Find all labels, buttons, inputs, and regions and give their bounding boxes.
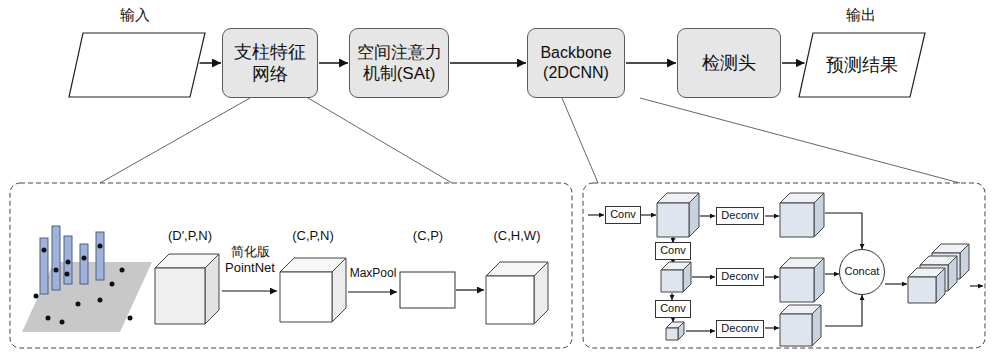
node-text: Conv <box>660 244 686 258</box>
feature-cubes <box>155 193 969 346</box>
feature-cube <box>780 305 821 346</box>
layer-box: Deconv <box>716 268 763 286</box>
node-text: 检测头 <box>702 52 756 75</box>
node-text: Deconv <box>721 209 758 223</box>
callout-line <box>308 98 452 183</box>
cube-front <box>666 328 678 340</box>
layer-box: Conv <box>655 242 691 260</box>
parallelogram-outline <box>68 32 206 98</box>
cube-side <box>812 305 821 346</box>
node-text: 支柱特征网络 <box>231 41 309 86</box>
pillars <box>40 226 104 294</box>
cube-front <box>486 276 534 324</box>
dimension-label: (C,P,N) <box>292 228 334 244</box>
process-box: 空间注意力机制(SAt) <box>349 28 449 98</box>
feature-cube <box>780 258 824 302</box>
cube-front <box>780 203 814 237</box>
body-wrap: 预测结果 <box>798 32 926 98</box>
node-text: Deconv <box>721 270 758 284</box>
feature-cube <box>666 322 684 340</box>
parallelogram <box>799 33 925 97</box>
heading-wrap: 输出 <box>795 2 927 28</box>
flow-arrow <box>782 62 805 64</box>
flow-arrow <box>450 62 526 64</box>
feature-cube <box>486 262 548 324</box>
io-parallelogram: 输入 <box>60 2 210 100</box>
label-wrap: 简化版 PointNet <box>222 244 278 277</box>
layer-box: Conv <box>605 206 641 224</box>
cube-side <box>689 193 699 237</box>
feature-cube <box>280 258 346 322</box>
cube-side <box>814 258 824 302</box>
label-wrap: MaxPool <box>350 266 397 281</box>
heading-wrap: 输入 <box>60 2 210 28</box>
cube-front <box>155 268 205 324</box>
process-box: 检测头 <box>677 28 781 98</box>
io-heading: 输入 <box>120 6 150 25</box>
layer-box: Deconv <box>716 320 763 338</box>
cube-side <box>814 193 824 237</box>
cube-front <box>657 203 689 237</box>
feature-cube <box>155 254 219 324</box>
detail-panel <box>583 183 985 348</box>
cube-side <box>683 262 691 292</box>
feature-cube <box>661 262 691 292</box>
io-parallelogram: 输出预测结果 <box>795 2 927 100</box>
cube-side <box>678 322 684 340</box>
detail-panel <box>10 183 572 348</box>
flow-arrow <box>200 62 222 64</box>
concat-circle: Concat <box>839 249 885 295</box>
flow-arrow <box>319 62 348 64</box>
cube-side <box>936 268 945 303</box>
feature-cube <box>780 193 824 237</box>
node-text: Conv <box>660 302 686 316</box>
dimension-label: 简化版 PointNet <box>222 244 278 277</box>
node-text: Backbone (2DCNN) <box>536 43 616 83</box>
node-text: Concat <box>845 265 880 279</box>
feature-cube <box>657 193 699 237</box>
label-wrap: (C,H,W) <box>494 228 541 244</box>
dimension-label: (C,P) <box>413 228 443 244</box>
parallelogram <box>69 33 205 97</box>
cube-front <box>661 270 683 292</box>
node-text: 空间注意力机制(SAt) <box>354 42 444 85</box>
cube-side <box>948 256 957 291</box>
cube-side <box>332 258 346 322</box>
cube-front <box>280 272 332 322</box>
cube-front <box>780 268 814 302</box>
label-wrap: (C,P) <box>413 228 443 244</box>
pillar-points <box>34 244 133 325</box>
callout-line <box>640 98 960 183</box>
cube-side <box>534 262 548 324</box>
node-text: Conv <box>610 208 636 222</box>
cube-front <box>908 277 936 303</box>
io-heading: 输出 <box>846 6 876 25</box>
dimension-label: (D′,P,N) <box>168 228 212 244</box>
callout-line <box>562 98 598 183</box>
process-box: 支柱特征网络 <box>222 28 318 98</box>
process-box: Backbone (2DCNN) <box>527 28 625 98</box>
callout-lines <box>100 98 960 183</box>
node-text: Deconv <box>721 322 758 336</box>
layer-box: Deconv <box>716 207 763 225</box>
feature-cube <box>908 268 945 303</box>
cube-side <box>960 244 969 279</box>
label-wrap: (D′,P,N) <box>168 228 212 244</box>
cube-front <box>780 314 812 346</box>
pooled-feature <box>400 272 455 308</box>
dimension-label: MaxPool <box>350 266 397 281</box>
callout-line <box>100 98 250 183</box>
label-wrap: (C,P,N) <box>292 228 334 244</box>
flow-arrow <box>626 62 676 64</box>
cube-side <box>205 254 219 324</box>
layer-box: Conv <box>655 300 691 318</box>
dimension-label: (C,H,W) <box>494 228 541 244</box>
node-text: 预测结果 <box>826 54 898 77</box>
